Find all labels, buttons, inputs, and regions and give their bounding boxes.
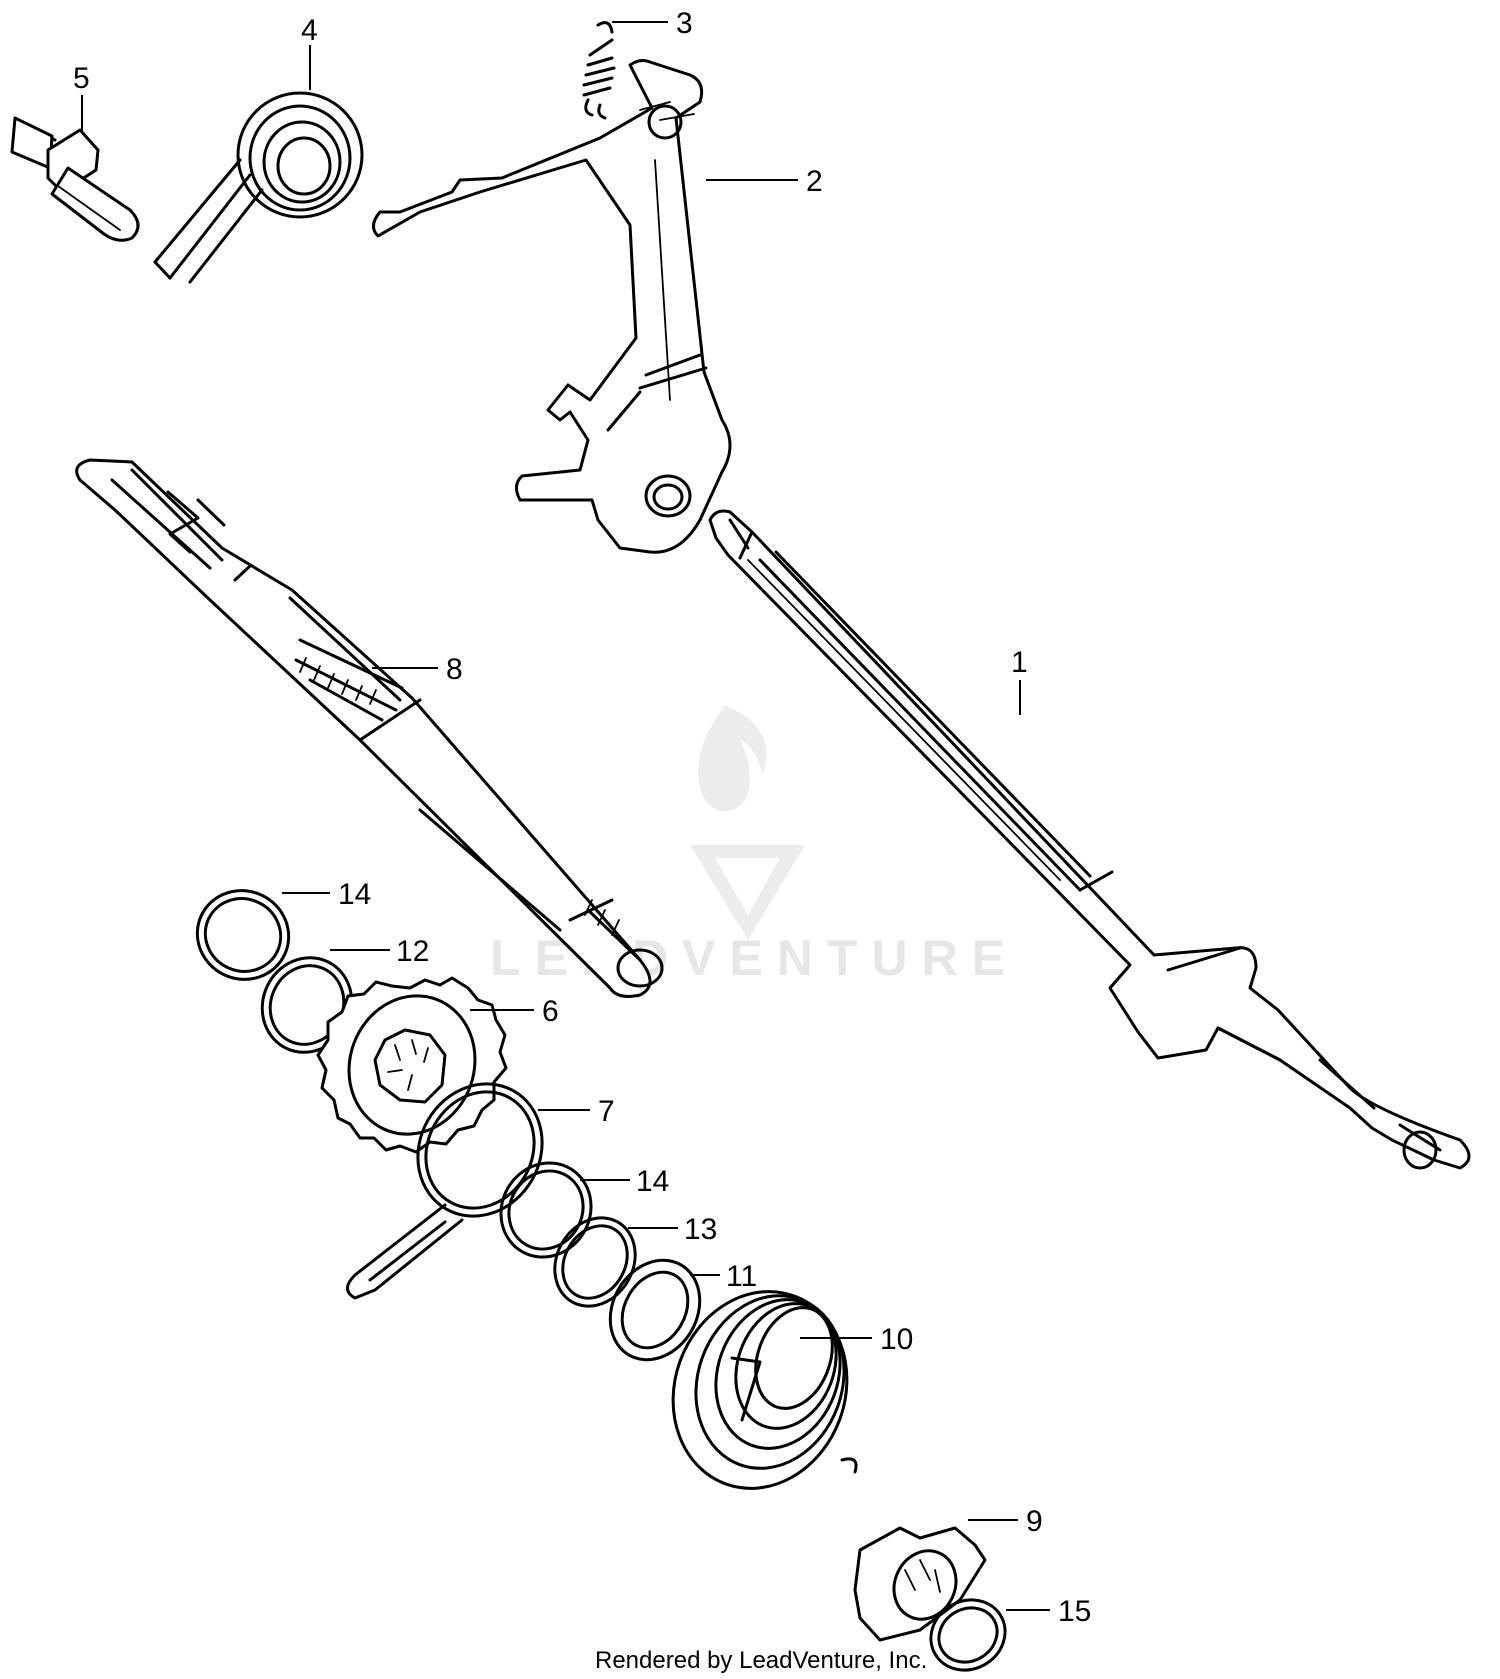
footer-credit: Rendered by LeadVenture, Inc. bbox=[595, 1647, 927, 1674]
part-4-torsion-spring bbox=[153, 91, 364, 284]
part-13-washer bbox=[553, 1216, 637, 1308]
watermark-v-icon bbox=[690, 845, 805, 940]
callout-15: 15 bbox=[1058, 1595, 1091, 1628]
part-5-stud-bolt bbox=[10, 116, 140, 242]
callout-4: 4 bbox=[301, 14, 318, 47]
callout-11: 11 bbox=[726, 1260, 757, 1293]
callout-14-upper: 14 bbox=[338, 878, 371, 911]
callout-13: 13 bbox=[684, 1213, 717, 1246]
part-14-circlip-upper bbox=[195, 889, 291, 981]
callout-5: 5 bbox=[73, 62, 90, 95]
leader-lines bbox=[81, 21, 1050, 1611]
part-9-collar bbox=[853, 1526, 987, 1642]
callout-8: 8 bbox=[446, 653, 463, 686]
part-1-kick-spindle bbox=[708, 509, 1471, 1170]
callout-6: 6 bbox=[542, 995, 559, 1028]
part-7-spring-plate bbox=[346, 1082, 544, 1300]
part-10-return-spring bbox=[671, 1290, 858, 1490]
part-15-circlip bbox=[929, 1598, 1007, 1672]
callout-2: 2 bbox=[806, 165, 823, 198]
part-6-kick-gear bbox=[316, 976, 508, 1154]
callout-7: 7 bbox=[598, 1095, 615, 1128]
part-3-small-spring bbox=[582, 21, 616, 120]
callout-14-lower: 14 bbox=[636, 1165, 669, 1198]
watermark-flame-icon bbox=[697, 705, 767, 812]
part-2-shift-arm bbox=[372, 59, 732, 554]
callout-1: 1 bbox=[1011, 646, 1028, 679]
callout-12: 12 bbox=[396, 935, 429, 968]
part-11-washer bbox=[608, 1258, 702, 1362]
callout-10: 10 bbox=[880, 1323, 913, 1356]
callouts: 1 2 3 4 5 6 7 8 9 10 11 12 13 14 14 15 bbox=[73, 7, 1091, 1628]
callout-9: 9 bbox=[1026, 1505, 1043, 1538]
part-8-spindle-shaft bbox=[75, 458, 664, 998]
callout-3: 3 bbox=[676, 7, 693, 40]
